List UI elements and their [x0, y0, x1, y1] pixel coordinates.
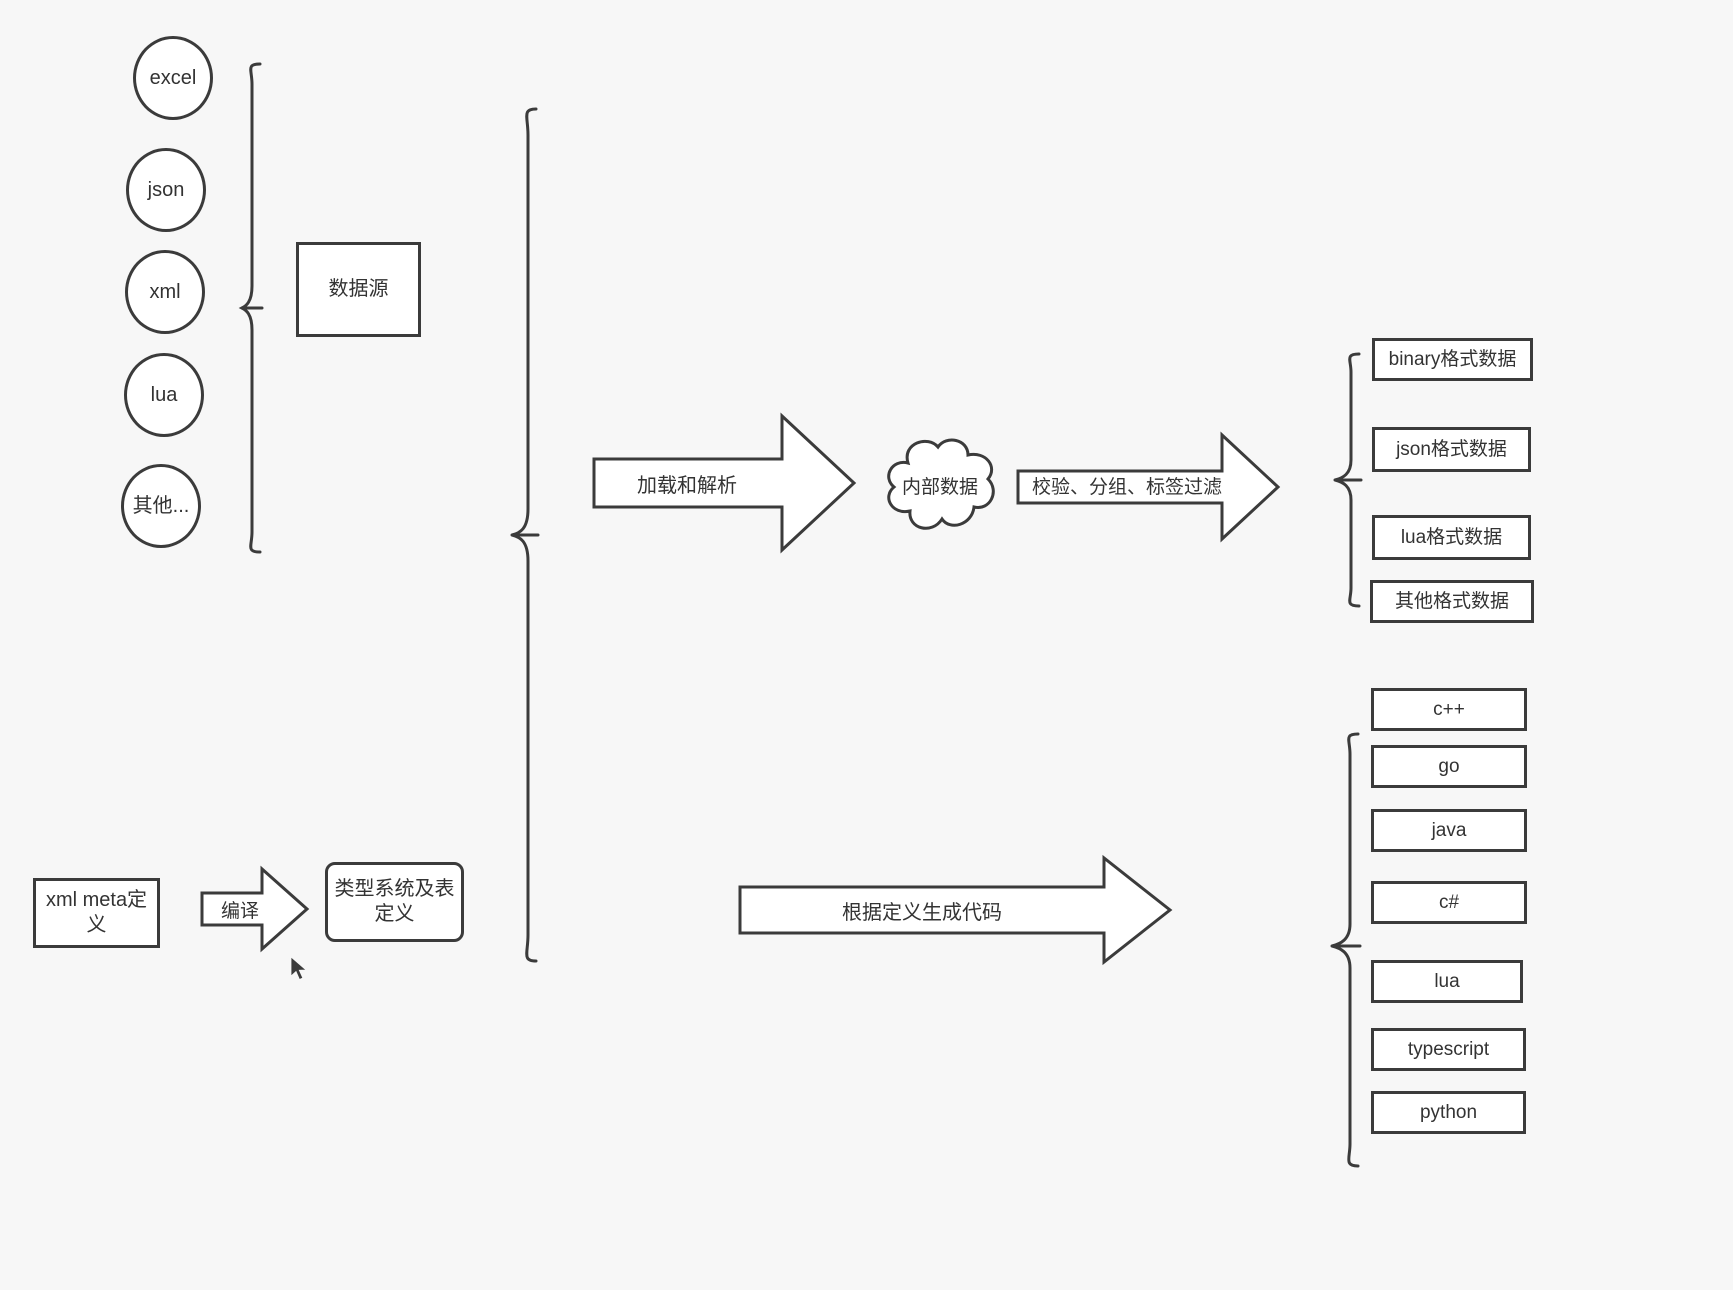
output-language-csharp[interactable]: c#	[1371, 881, 1527, 924]
output-formats-brace	[1333, 352, 1363, 608]
output-format-other[interactable]: 其他格式数据	[1370, 580, 1534, 623]
source-node-xml[interactable]: xml	[125, 250, 205, 334]
output-language-java[interactable]: java	[1371, 809, 1527, 852]
source-node-other[interactable]: 其他...	[121, 464, 201, 548]
output-language-python[interactable]: python	[1371, 1091, 1526, 1134]
data-source-box[interactable]: 数据源	[296, 242, 421, 337]
output-language-go[interactable]: go	[1371, 745, 1527, 788]
output-format-json[interactable]: json格式数据	[1372, 427, 1531, 472]
compile-arrow[interactable]	[200, 865, 310, 953]
validate-group-filter-arrow[interactable]	[1016, 431, 1281, 543]
codegen-arrow[interactable]	[738, 854, 1173, 966]
output-language-typescript[interactable]: typescript	[1371, 1028, 1526, 1071]
source-node-json[interactable]: json	[126, 148, 206, 232]
source-node-excel[interactable]: excel	[133, 36, 213, 120]
internal-data-cloud[interactable]	[880, 433, 1000, 538]
source-node-lua[interactable]: lua	[124, 353, 204, 437]
type-system-box[interactable]: 类型系统及表 定义	[325, 862, 464, 942]
pipeline-input-brace	[510, 107, 540, 963]
output-format-lua[interactable]: lua格式数据	[1372, 515, 1531, 560]
output-languages-brace	[1330, 732, 1362, 1168]
output-language-cpp[interactable]: c++	[1371, 688, 1527, 731]
sources-group-brace	[238, 62, 264, 554]
mouse-cursor-icon	[290, 956, 308, 981]
output-language-lua[interactable]: lua	[1371, 960, 1523, 1003]
xml-meta-definition-box[interactable]: xml meta定 义	[33, 878, 160, 948]
output-format-binary[interactable]: binary格式数据	[1372, 338, 1533, 381]
load-parse-arrow[interactable]	[592, 412, 857, 554]
